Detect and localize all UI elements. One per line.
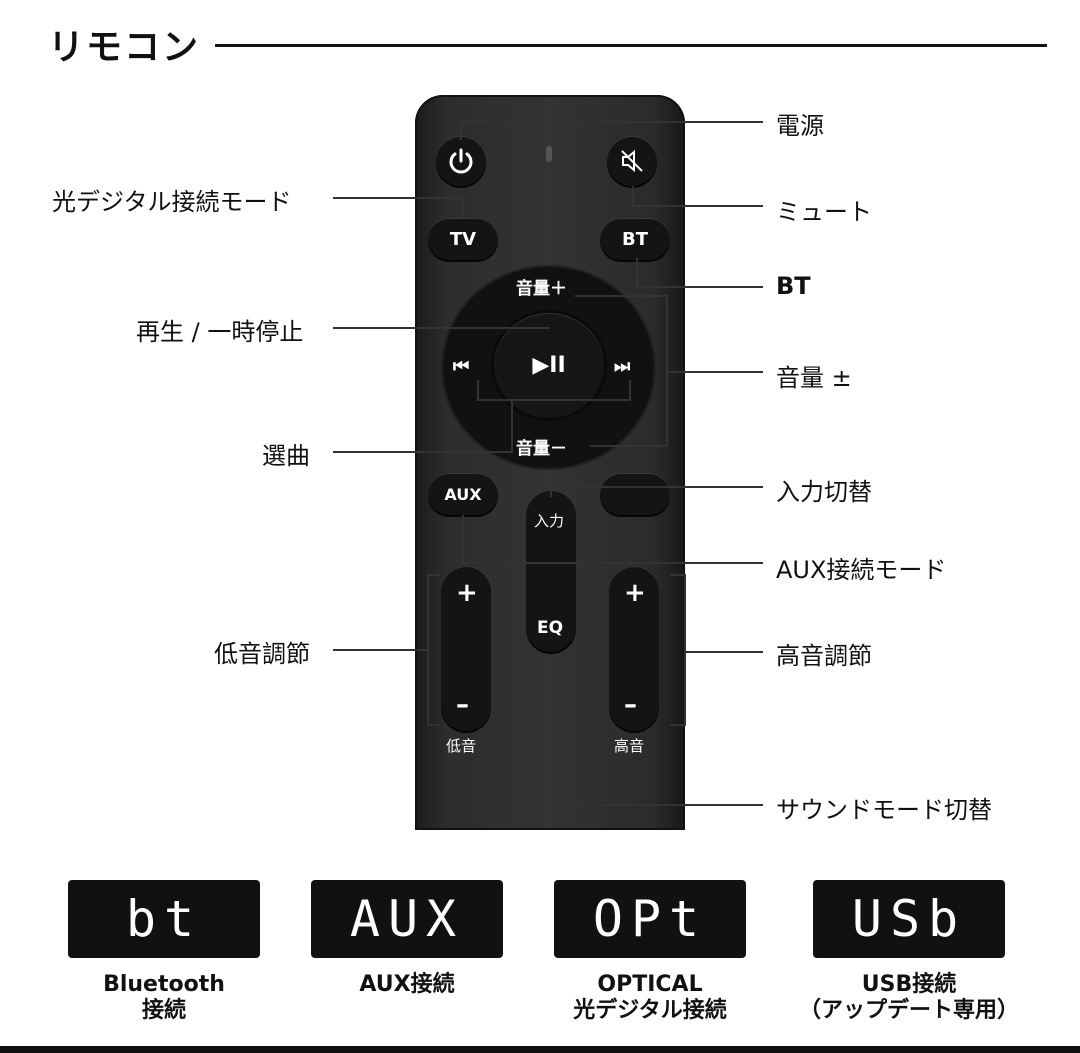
display-usb-caption-line2: （アップデート専用） [798,998,1019,1023]
treble-label: 高音 [614,737,645,755]
volume-up-button[interactable]: 音量＋ [516,279,567,299]
display-opt-caption-line2: 光デジタル接続 [573,998,727,1023]
bass-plus-icon: + [456,578,478,608]
input-switch-label: 入力切替 [776,478,872,506]
display-aux-caption: AUX接続 [292,972,522,998]
page-title: リモコン [48,27,201,68]
treble-minus-icon: – [624,690,637,720]
title-divider [215,44,1047,47]
display-bt: bt [68,880,260,958]
display-opt: OPt [554,880,746,958]
aux-mode-label: AUX接続モード [776,556,947,584]
mute-icon [621,149,643,173]
display-bt-caption-line1: Bluetooth [103,972,225,997]
track-select-label: 選曲 [262,442,310,470]
sound-mode-label: サウンドモード切替 [776,796,992,824]
display-bt-caption: Bluetooth 接続 [49,972,279,1024]
bt-button[interactable]: BT [600,218,670,260]
display-aux-caption-line1: AUX接続 [359,972,455,997]
display-opt-caption-line1: OPTICAL [597,972,703,997]
display-usb: USb [813,880,1005,958]
treble-plus-icon: + [624,578,646,608]
power-icon [449,148,473,174]
next-track-icon[interactable]: ⏭ [614,356,631,377]
optical-mode-label: 光デジタル接続モード [52,188,292,216]
bass-rocker[interactable] [441,566,491,731]
aux-button[interactable]: AUX [428,473,498,515]
eq-button-label[interactable]: EQ [537,618,564,638]
play-pause-label: 再生 / 一時停止 [136,318,304,346]
display-aux: AUX [311,880,503,958]
bass-adjust-label: 低音調節 [214,640,310,668]
bottom-divider [0,1046,1080,1053]
play-pause-button[interactable]: ▶II [494,313,604,418]
input-button-label[interactable]: 入力 [534,512,565,530]
bt-label: BT [776,272,811,300]
bass-label: 低音 [446,737,477,755]
treble-adjust-label: 高音調節 [776,642,872,670]
mute-button[interactable] [607,136,657,186]
display-usb-caption-line1: USB接続 [861,972,957,997]
display-opt-caption: OPTICAL 光デジタル接続 [535,972,765,1024]
volume-down-button[interactable]: 音量－ [516,439,567,459]
bass-minus-icon: – [456,690,469,720]
blank-button[interactable] [600,473,670,515]
power-button[interactable] [436,136,486,186]
power-label: 電源 [776,112,824,140]
display-bt-caption-line2: 接続 [141,998,186,1023]
indicator-led [546,146,552,162]
mute-label: ミュート [776,198,872,226]
volume-label: 音量 ± [776,364,852,392]
display-usb-caption: USB接続 （アップデート専用） [794,972,1024,1024]
previous-track-icon[interactable]: ⏮ [453,356,470,377]
tv-button[interactable]: TV [428,218,498,260]
